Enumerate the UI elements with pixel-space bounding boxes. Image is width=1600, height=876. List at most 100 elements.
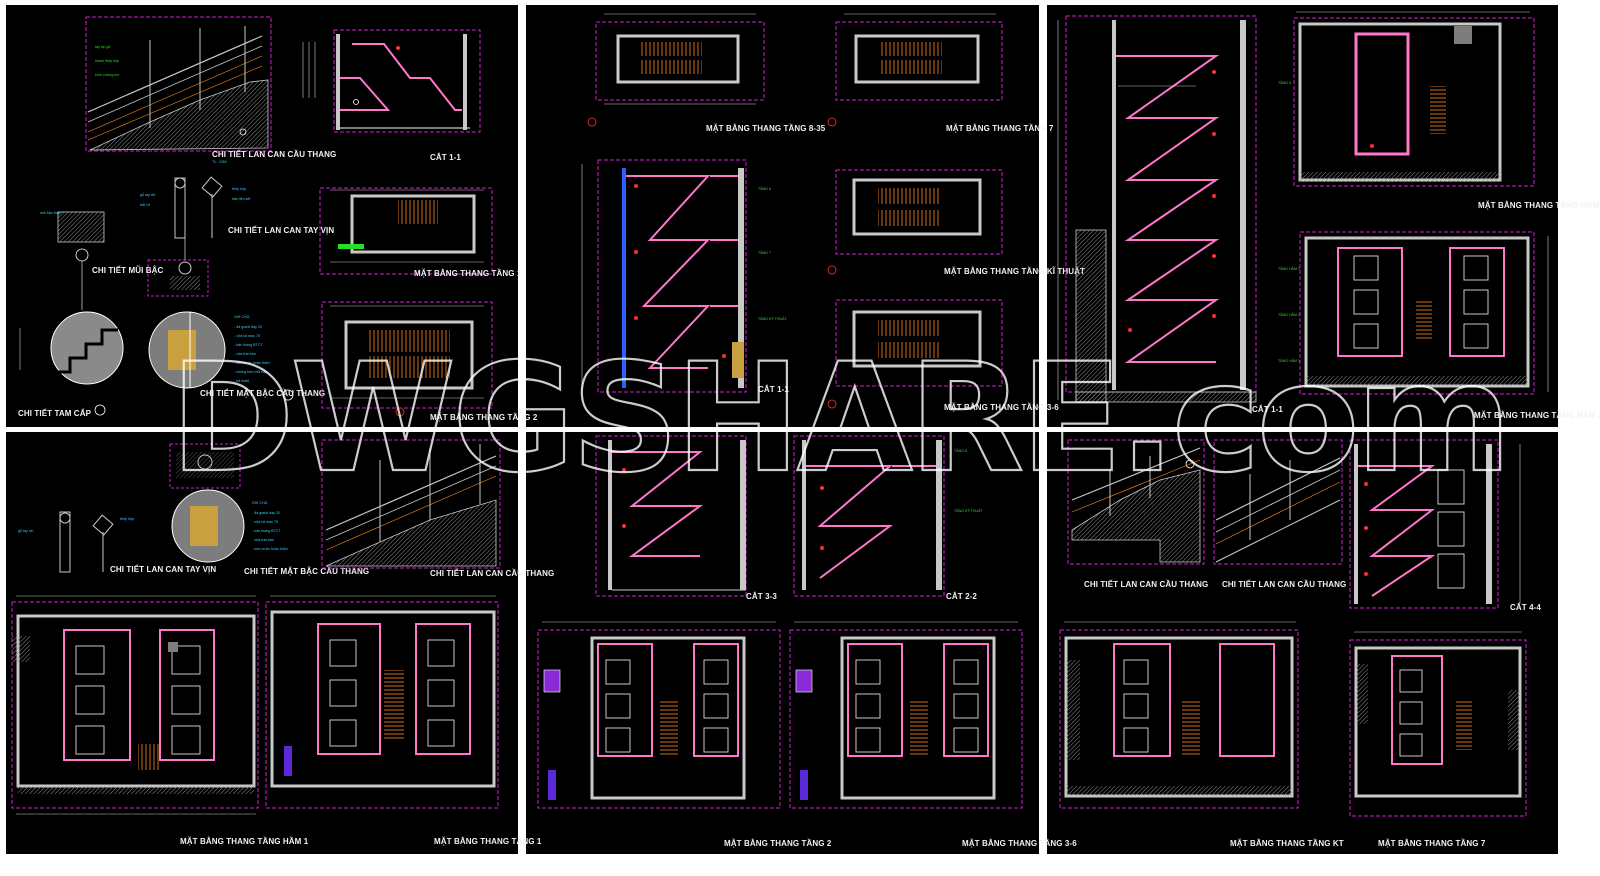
level-tag-7: TẦNG 7 [758, 251, 771, 255]
section-1-1 [300, 29, 481, 133]
sheet-6: CHI TIẾT LAN CAN CẦU THANG CHI TIẾT LAN … [1059, 439, 1541, 848]
svg-text:- đá granit dày 20: - đá granit dày 20 [234, 325, 262, 329]
svg-text:kính cường lực: kính cường lực [95, 73, 120, 77]
section-1-1-tower: TẦNG 8 TẦNG 7 TẦNG KỸ THUẬT [581, 159, 787, 393]
tread-detail-2: GHI CHÚ: - đá granit dày 20 - vữa lót má… [171, 489, 288, 563]
plan-floor-1 [319, 187, 493, 275]
svg-text:mũi bậc thép: mũi bậc thép [40, 211, 61, 215]
sheet-2-title-5: MẶT BẰNG THANG TẦNG 3-6 [944, 402, 1059, 412]
plan-floor-7-b [1349, 631, 1527, 817]
sheet-2-title-1: MẶT BẰNG THANG TẦNG 8-35 [706, 123, 826, 133]
sheet-2-background [526, 5, 1039, 427]
level-tag-8: TẦNG 8 [758, 187, 771, 191]
sheet-4: gỗ tay vịn thép hộp CHI TIẾT LAN CAN TAY… [11, 439, 554, 846]
circle-details: GHI CHÚ: - đá granit dày 20 - vữa lót má… [19, 311, 270, 389]
sheet-1-title-7: MẶT BẰNG THANG TẦNG 2 [430, 412, 538, 422]
svg-text:- vữa lót mác 75: - vữa lót mác 75 [234, 334, 260, 338]
handrail-detail: gỗ tay vịn bắt vít thép hộp hàn liên kết [140, 176, 250, 239]
level-tag-8-b: TẦNG 8 [954, 449, 967, 453]
sheet-5-title-2: CẮT 2-2 [946, 592, 977, 601]
sheet-5: CẮT 3-3 TẦNG 8 TẦNG KỸ THUẬT CẮT 2-2 [537, 435, 1077, 848]
sheet-1-title-3: CHI TIẾT LAN CAN TAY VỊN [228, 225, 334, 235]
svg-text:- vữa trát trần: - vữa trát trần [234, 352, 256, 356]
plan-floor-8-35 [587, 13, 765, 127]
section-2-2: TẦNG 8 TẦNG KỸ THUẬT [793, 435, 983, 597]
svg-text:thép hộp: thép hộp [232, 187, 246, 191]
plan-basement-3 [1293, 11, 1535, 187]
svg-text:- bả matit: - bả matit [234, 379, 249, 383]
level-tag-technical: TẦNG KỸ THUẬT [758, 316, 787, 321]
railing-detail: tay vịn gỗ thanh thép hộp kính cường lực [85, 16, 272, 152]
sheet-6-title-3: CẮT 4-4 [1510, 603, 1541, 612]
svg-text:hàn liên kết: hàn liên kết [232, 197, 250, 201]
svg-text:- bản thang BTCT: - bản thang BTCT [252, 529, 281, 533]
notes-heading-2: GHI CHÚ: [252, 500, 268, 505]
sheet-3-title-1: CẮT 1-1 [1252, 405, 1283, 414]
section-1-1-basement: TẦNG 6 TẦNG HẦM 1 TẦNG HẦM 2 TẦNG HẦM 3 [1057, 15, 1300, 403]
level-tag-b2: TẦNG HẦM 2 [1278, 313, 1300, 317]
sheet-2-title-2: MẶT BẰNG THANG TẦNG 7 [946, 123, 1054, 133]
sheet-6-title-2: CHI TIẾT LAN CAN CẦU THANG [1222, 579, 1346, 589]
plan-basement-2 [1299, 231, 1549, 395]
plan-technical-floor-b [1059, 621, 1299, 809]
sheet-2: MẶT BẰNG THANG TẦNG 8-35 MẶT BẰNG THANG … [581, 13, 1085, 412]
plan-floor-3-6-b [789, 621, 1023, 809]
sheet-5-title-4: MẶT BẰNG THANG TẦNG 3-6 [962, 838, 1077, 848]
sheet-4-title-1: CHI TIẾT LAN CAN TAY VỊN [110, 564, 216, 574]
svg-text:- sơn nước hoàn thiện: - sơn nước hoàn thiện [234, 361, 270, 365]
sheet-3-title-2: MẶT BẰNG THANG TẦNG HẦM 3 [1478, 200, 1600, 210]
sheet-6-title-4: MẶT BẰNG THANG TẦNG KT [1230, 838, 1344, 848]
sheet-1-title-8: CHI TIẾT TAM CẤP [18, 408, 92, 418]
plan-floor-2-b [537, 621, 781, 809]
railing-detail-3 [1067, 439, 1205, 565]
svg-text:bắt vít: bắt vít [140, 202, 150, 207]
railing-detail-4 [1213, 439, 1343, 565]
plan-floor-1-b [265, 595, 499, 809]
sheet-1-title-5: CHI TIẾT MŨI BẬC [92, 265, 163, 275]
plan-floor-2 [321, 301, 493, 417]
plan-technical-floor [827, 169, 1003, 275]
svg-text:gỗ tay vịn: gỗ tay vịn [18, 528, 33, 533]
plan-basement-1 [11, 595, 259, 815]
scale-label: TL: 1/50 [212, 159, 227, 164]
notes-heading: GHI CHÚ: [234, 314, 250, 319]
svg-text:- sơn nước hoàn thiện: - sơn nước hoàn thiện [252, 547, 288, 551]
sheet-4-background [6, 432, 518, 854]
svg-text:gỗ tay vịn: gỗ tay vịn [140, 192, 155, 197]
level-tag-b3: TẦNG HẦM 3 [1278, 359, 1300, 363]
svg-text:thanh thép hộp: thanh thép hộp [95, 59, 119, 63]
svg-text:- chống trơn mũi bậc: - chống trơn mũi bậc [234, 370, 267, 374]
plan-floor-3-6 [827, 299, 1003, 409]
sheet-1-title-4: MẶT BẰNG THANG TẦNG 1 [414, 268, 522, 278]
sheet-3-title-3: MẶT BẰNG THANG TẦNG HẦM 2 [1474, 410, 1600, 420]
handrail-detail-2: gỗ tay vịn thép hộp [18, 443, 241, 573]
nosing-detail: mũi bậc thép [40, 211, 105, 310]
sheet-4-title-5: MẶT BẰNG THANG TẦNG 1 [434, 836, 542, 846]
section-3-3 [595, 435, 747, 597]
level-tag-6: TẦNG 6 [1278, 81, 1291, 85]
level-tag-technical-b: TẦNG KỸ THUẬT [954, 508, 983, 513]
sheet-5-title-3: MẶT BẰNG THANG TẦNG 2 [724, 838, 832, 848]
plan-floor-7 [827, 13, 1003, 127]
svg-text:- bản thang BTCT: - bản thang BTCT [234, 343, 263, 347]
sheet-4-title-2: CHI TIẾT MẶT BẬC CẦU THANG [244, 566, 369, 576]
sheet-4-title-4: MẶT BẰNG THANG TẦNG HẦM 1 [180, 836, 309, 846]
sheet-6-title-1: CHI TIẾT LAN CAN CẦU THANG [1084, 579, 1208, 589]
level-tag-b1: TẦNG HẦM 1 [1278, 267, 1300, 271]
sheet-2-title-4: CẮT 1-1 [758, 385, 789, 394]
sheet-4-title-3: CHI TIẾT LAN CAN CẦU THANG [430, 568, 554, 578]
tread-detail [147, 232, 209, 297]
watermark: DWGSHARE.com [170, 332, 1508, 506]
railing-detail-2 [321, 439, 501, 569]
sheet-1-title-1: CHI TIẾT LAN CAN CẦU THANG [212, 149, 336, 159]
sheet-3: TẦNG 6 TẦNG HẦM 1 TẦNG HẦM 2 TẦNG HẦM 3 … [1057, 11, 1600, 420]
svg-text:tay vịn gỗ: tay vịn gỗ [95, 44, 110, 49]
svg-text:- đá granit dày 20: - đá granit dày 20 [252, 511, 280, 515]
svg-text:- vữa trát trần: - vữa trát trần [252, 538, 274, 542]
sheet-1: tay vịn gỗ thanh thép hộp kính cường lực… [18, 16, 538, 422]
svg-text:thép hộp: thép hộp [120, 517, 134, 521]
section-4-4 [1349, 439, 1521, 609]
sheet-2-title-3: MẶT BẰNG THANG TẦNG KĨ THUẬT [944, 266, 1085, 276]
svg-text:- vữa lót mác 75: - vữa lót mác 75 [252, 520, 278, 524]
